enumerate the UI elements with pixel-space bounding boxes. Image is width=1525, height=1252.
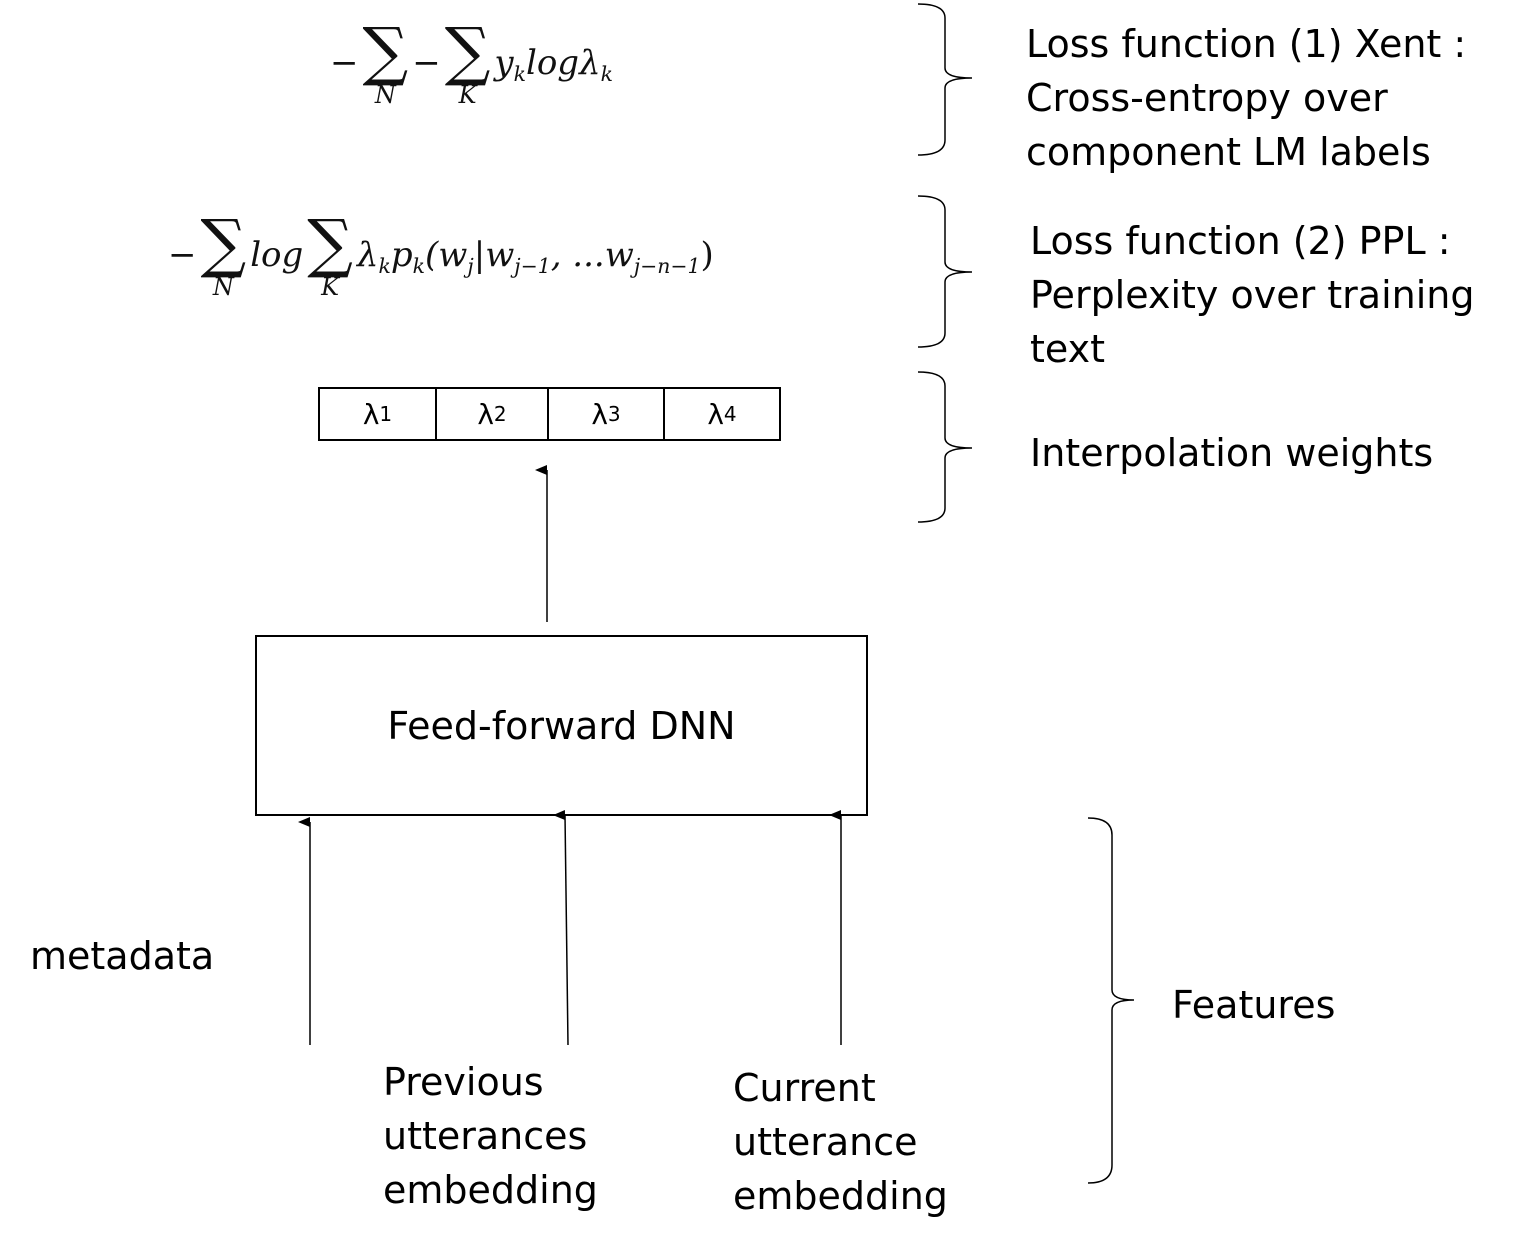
- ppl-lambda-sub: k: [378, 254, 391, 279]
- loss1-line-1: Loss function (1) Xent :: [1026, 22, 1467, 66]
- dnn-label: Feed-forward DNN: [387, 703, 736, 748]
- ppl-sum-n: ∑N: [200, 207, 247, 301]
- ppl-w1-sub: j: [467, 254, 474, 279]
- ppl-bar: |w: [473, 235, 515, 275]
- ppl-close: ): [700, 235, 714, 275]
- ppl-w2-sub: j−1: [514, 254, 551, 279]
- xent-y-sub: k: [513, 62, 526, 87]
- ppl-minus: −: [168, 235, 197, 275]
- features-brace: [1087, 817, 1135, 1184]
- loss2-line-1: Loss function (2) PPL :: [1030, 219, 1451, 263]
- previous-line-3: embedding: [383, 1168, 598, 1212]
- current-utterance-label: Current utterance embedding: [733, 1061, 948, 1223]
- lambda-4-sub: 4: [723, 402, 737, 426]
- lambda-4-symbol: λ: [707, 397, 724, 431]
- ppl-open: (w: [425, 235, 468, 275]
- loss2-line-2: Perplexity over training: [1030, 273, 1475, 317]
- loss2-line-3: text: [1030, 327, 1105, 371]
- current-line-1: Current: [733, 1066, 876, 1110]
- previous-line-2: utterances: [383, 1114, 588, 1158]
- xent-sum-n: ∑N: [362, 15, 409, 109]
- loss2-annotation: Loss function (2) PPL : Perplexity over …: [1030, 214, 1475, 376]
- previous-line-1: Previous: [383, 1060, 544, 1104]
- loss1-line-2: Cross-entropy over: [1026, 76, 1388, 120]
- ppl-p-sub: k: [412, 254, 426, 279]
- xent-sum-n-limit: N: [374, 81, 396, 109]
- xent-lambda: λ: [579, 43, 601, 83]
- current-line-3: embedding: [733, 1174, 948, 1218]
- ppl-log: log: [250, 235, 304, 275]
- features-annotation: Features: [1172, 983, 1336, 1027]
- xent-log: log: [525, 43, 580, 83]
- xent-sum-k: ∑K: [444, 15, 491, 109]
- ppl-sum-n-limit: N: [212, 273, 234, 301]
- previous-utterances-input-arrow: [553, 810, 569, 1046]
- lambda-2-sub: 2: [493, 402, 507, 426]
- ppl-lambda: λ: [356, 235, 379, 275]
- lambda-2-symbol: λ: [477, 397, 494, 431]
- lambda-3-sub: 3: [607, 402, 621, 426]
- loss1-annotation: Loss function (1) Xent : Cross-entropy o…: [1026, 17, 1466, 179]
- current-line-2: utterance: [733, 1120, 918, 1164]
- lambda-1-symbol: λ: [362, 397, 380, 431]
- feed-forward-dnn-box: Feed-forward DNN: [255, 635, 868, 816]
- ppl-sum-k-limit: K: [321, 273, 340, 301]
- weights-annotation: Interpolation weights: [1030, 431, 1434, 475]
- lambda-1-sub: 1: [379, 402, 393, 426]
- xent-minus-1: −: [330, 43, 359, 83]
- lambda-3-symbol: λ: [591, 397, 608, 431]
- ppl-w3-sub: j−n−1: [633, 254, 701, 279]
- xent-minus-2: −: [412, 43, 441, 83]
- xent-y: y: [494, 43, 514, 83]
- loss1-brace: [917, 3, 973, 156]
- metadata-label: metadata: [30, 934, 215, 978]
- ppl-p: p: [390, 235, 413, 275]
- loss2-brace: [917, 195, 973, 348]
- xent-lambda-sub: k: [600, 62, 613, 87]
- ppl-sum-k: ∑K: [307, 207, 353, 301]
- loss1-line-3: component LM labels: [1026, 130, 1431, 174]
- weights-brace: [917, 371, 973, 523]
- previous-utterances-label: Previous utterances embedding: [383, 1055, 598, 1217]
- ppl-mid: , ...w: [550, 235, 634, 275]
- xent-sum-k-limit: K: [458, 81, 477, 109]
